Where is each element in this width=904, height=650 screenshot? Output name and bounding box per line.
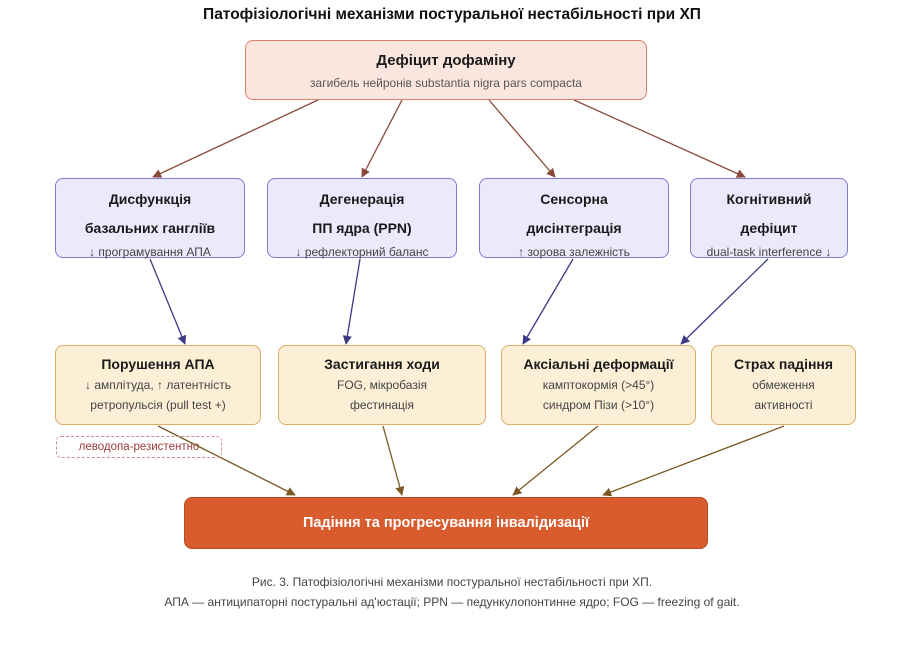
node-heading-line-1: Когнітивний [726, 191, 812, 207]
figure-caption-line-2: АПА — антиципаторні постуральні ад'юстац… [164, 595, 740, 609]
node-dopamine-deficit-subtitle: загибель нейронів substantia nigra pars … [310, 76, 582, 90]
node-sensory-disintegration: Сенсорна дисінтеграція ↑ зорова залежніс… [479, 178, 669, 259]
node-axial-deformities: Аксіальні деформації камптокормія (>45°)… [501, 345, 696, 425]
node-heading-line-1: Сенсорна [540, 191, 608, 207]
node-detail-line-1: обмеження [752, 378, 815, 392]
node-ppn-degeneration: Дегенерація ПП ядра (PPN) ↓ рефлекторний… [267, 178, 457, 259]
node-heading: Порушення АПА [101, 356, 215, 372]
edge-apa-to-falls [157, 425, 296, 496]
edge-top-to-ppn [361, 99, 403, 178]
edge-fear-to-falls [602, 425, 785, 497]
node-fear-of-falling: Страх падіння обмеження активності [711, 345, 856, 425]
edge-cognitive-to-axial [680, 258, 769, 345]
node-heading-line-1: Дисфункція [108, 191, 192, 207]
node-detail-line-2: ретропульсія (pull test +) [90, 398, 226, 412]
node-apa-impairment: Порушення АПА ↓ амплітуда, ↑ латентність… [55, 345, 261, 425]
figure-caption-line-1: Рис. 3. Патофізіологічні механізми посту… [251, 575, 653, 589]
node-heading-line-2: ПП ядра (PPN) [312, 220, 412, 236]
diagram-title: Патофізіологічні механізми постуральної … [203, 6, 701, 23]
node-detail-line-2: синдром Пізи (>10°) [542, 398, 655, 412]
node-cognitive-deficit: Когнітивний дефіцит dual-task interferen… [690, 178, 848, 259]
node-falls-disability-heading: Падіння та прогресування інвалідизації [302, 515, 590, 531]
node-heading-line-2: дисінтеграція [526, 220, 622, 236]
node-subtitle: ↓ програмування АПА [89, 245, 211, 259]
edge-top-to-basal-ganglia [152, 99, 319, 178]
edge-ppn-to-freezing [342, 258, 361, 345]
node-heading: Застигання ходи [324, 356, 440, 372]
node-dopamine-deficit-heading: Дефіцит дофаміну [376, 52, 516, 69]
node-subtitle: dual-task interference ↓ [706, 245, 832, 259]
edge-top-to-cognitive [573, 99, 746, 178]
node-heading-line-1: Дегенерація [319, 191, 405, 207]
node-heading: Аксіальні деформації [523, 356, 674, 372]
node-heading: Страх падіння [733, 356, 834, 372]
node-dopamine-deficit: Дефіцит дофаміну загибель нейронів subst… [245, 40, 647, 100]
edge-sensory-to-axial [522, 258, 574, 345]
node-detail-line-1: камптокормія (>45°) [542, 378, 655, 392]
edge-top-to-sensory [488, 99, 556, 178]
node-detail-line-1: ↓ амплітуда, ↑ латентність [85, 378, 231, 392]
node-detail-line-1: FOG, мікробазія [337, 378, 427, 392]
node-subtitle: ↓ рефлекторний баланс [295, 245, 429, 259]
edge-freezing-to-falls [382, 425, 405, 496]
node-freezing-of-gait: Застигання ходи FOG, мікробазія фестинац… [278, 345, 486, 425]
node-heading-line-2: дефіцит [740, 220, 798, 236]
levodopa-resistant-tag: леводопа-резистентно [56, 436, 222, 458]
edge-axial-to-falls [512, 425, 599, 496]
node-falls-disability: Падіння та прогресування інвалідизації [184, 497, 708, 549]
node-detail-line-2: активності [754, 398, 813, 412]
node-heading-line-2: базальних гангліїв [84, 220, 216, 236]
node-subtitle: ↑ зорова залежність [518, 245, 630, 259]
node-basal-ganglia-dysfunction: Дисфункція базальних гангліїв ↓ програму… [55, 178, 245, 259]
edge-basal-ganglia-to-apa [149, 258, 187, 345]
node-detail-line-2: фестинація [349, 398, 415, 412]
